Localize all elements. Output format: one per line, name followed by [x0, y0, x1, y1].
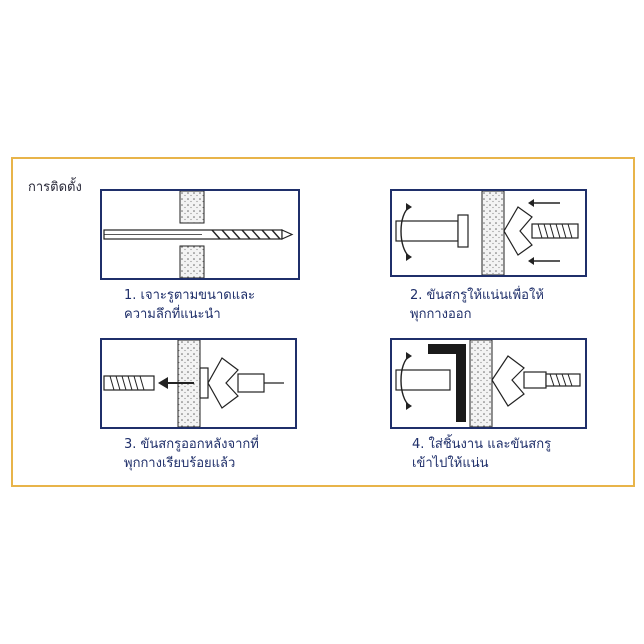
- screwdriver-shaft: [395, 369, 451, 391]
- drill-illustration: [103, 191, 294, 278]
- step-2-caption: 2. ขันสกรูให้แน่นเพื่อให้ พุกกางออก: [410, 286, 544, 324]
- wall-section: [469, 340, 493, 427]
- step-1-line-1: 1. เจาะรูตามขนาดและ: [124, 288, 256, 303]
- step-2-line-1: 2. ขันสกรูให้แน่นเพื่อให้: [410, 288, 544, 303]
- step-1-caption: 1. เจาะรูตามขนาดและ ความลึกที่แนะนำ: [124, 286, 255, 324]
- page-title: การติดตั้ง: [28, 180, 82, 195]
- step-4-caption: 4. ใส่ชิ้นงาน และขันสกรู เข้าไปให้แน่น: [412, 435, 551, 473]
- wall-section: [481, 191, 505, 275]
- screw-thread: [531, 223, 579, 239]
- drill-tip: [281, 229, 294, 240]
- drill-flutes: [211, 229, 281, 240]
- anchor-head: [199, 367, 209, 399]
- wall-block-bottom: [179, 245, 205, 278]
- step-3-line-1: 3. ขันสกรูออกหลังจากที่: [124, 437, 259, 452]
- anchor-expanded-wings: [491, 355, 525, 407]
- anchor-expand-illustration: [395, 191, 579, 275]
- anchor-sleeve: [237, 373, 265, 393]
- step-1-line-2: ความลึกที่แนะนำ: [124, 307, 221, 322]
- step-3-diagram: [100, 338, 297, 429]
- step-2-line-2: พุกกางออก: [410, 307, 472, 322]
- anchor-sleeve: [523, 371, 547, 389]
- anchor-head: [457, 214, 469, 248]
- wall-block-top: [179, 191, 205, 224]
- fixture-bracket: [428, 344, 466, 422]
- step-3-caption: 3. ขันสกรูออกหลังจากที่ พุกกางเรียบร้อยแ…: [124, 435, 259, 473]
- step-2-diagram: [390, 189, 587, 277]
- screwdriver-shaft: [395, 220, 459, 242]
- screw-removal-illustration: [103, 340, 284, 427]
- anchor-expanded-wings: [503, 206, 533, 256]
- fixture-attach-illustration: [395, 340, 581, 427]
- anchor-expanded-wings: [207, 357, 239, 409]
- step-4-diagram: [390, 338, 587, 429]
- step-4-line-2: เข้าไปให้แน่น: [412, 456, 489, 471]
- step-1-diagram: [100, 189, 300, 280]
- step-4-line-1: 4. ใส่ชิ้นงาน และขันสกรู: [412, 437, 552, 452]
- step-3-line-2: พุกกางเรียบร้อยแล้ว: [124, 456, 236, 471]
